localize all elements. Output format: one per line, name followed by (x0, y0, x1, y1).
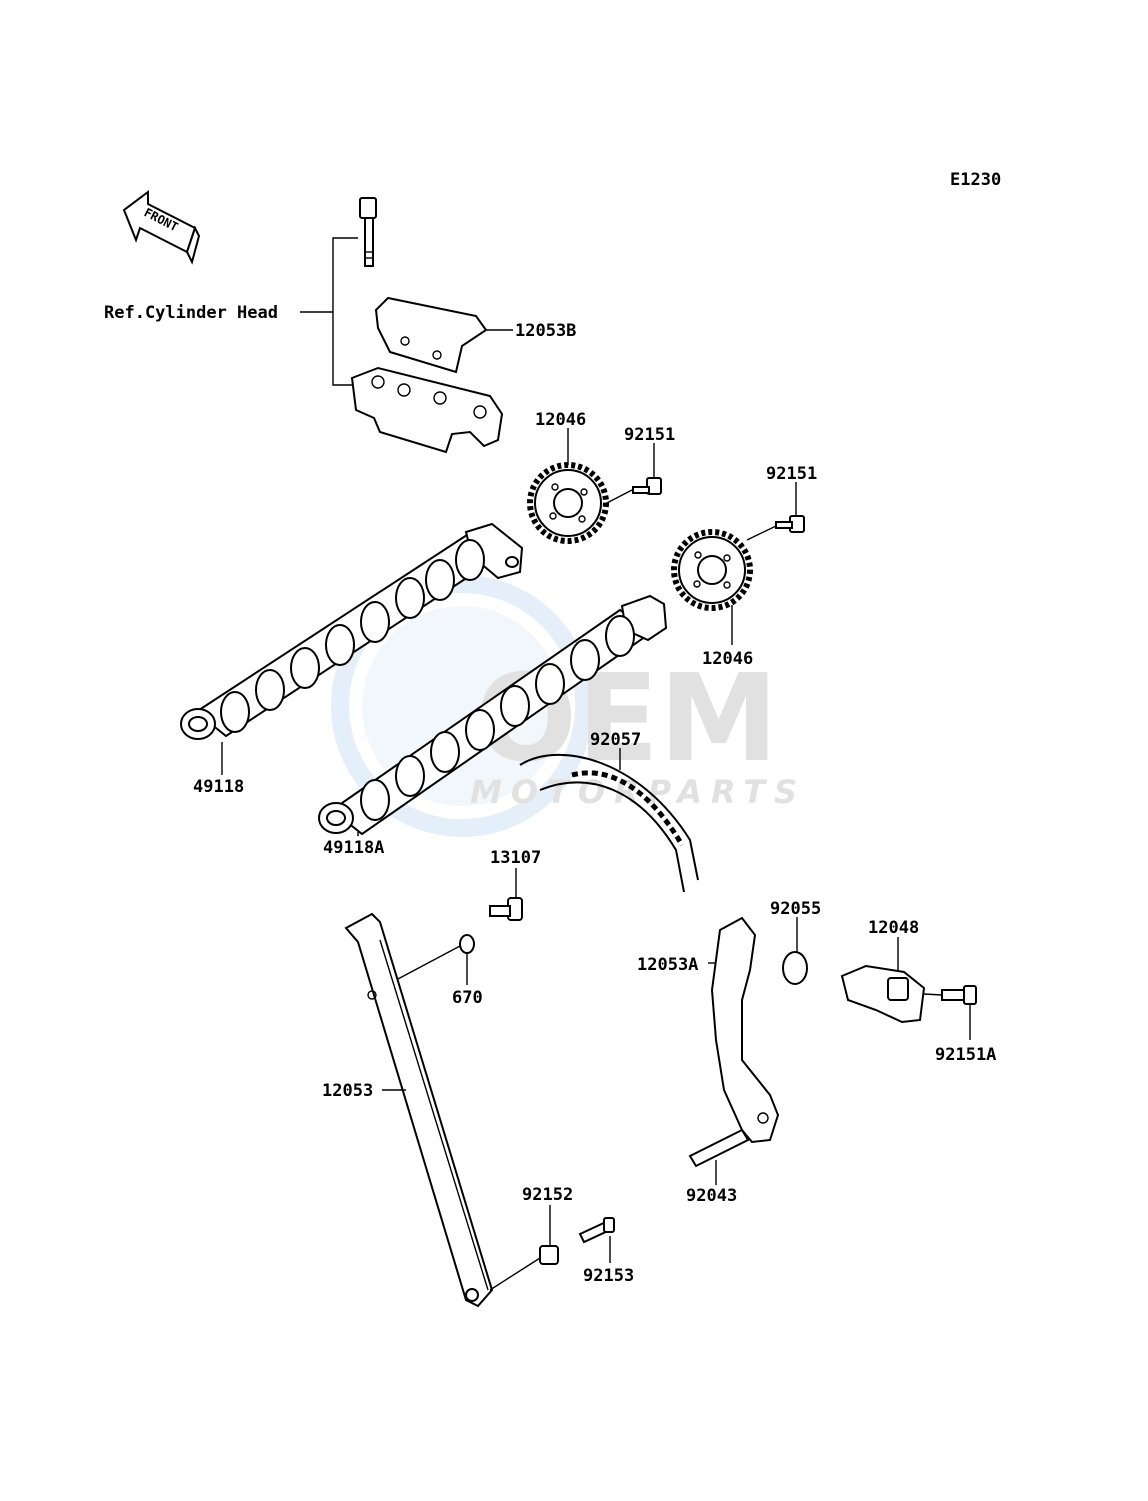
guide-bolt: 13107 (489, 848, 541, 921)
label-49118: 49118 (193, 777, 244, 797)
label-12053A: 12053A (637, 955, 698, 975)
label-670: 670 (452, 988, 483, 1008)
bolt-92153: 92153 (578, 1217, 634, 1286)
intake-camshaft: 49118 (180, 522, 524, 797)
label-92151A: 92151A (935, 1045, 996, 1065)
camshaft-holder (350, 366, 504, 454)
label-12046-top: 12046 (535, 410, 586, 430)
label-92043: 92043 (686, 1186, 737, 1206)
label-49118A: 49118A (323, 838, 384, 858)
cylinder-head-reference: Ref.Cylinder Head (104, 237, 358, 386)
top-sprocket-bolt: 92151 (602, 425, 675, 506)
label-92152: 92152 (522, 1185, 573, 1205)
chain-guide-fixed: 12053 (322, 912, 541, 1308)
top-cam-sprocket: 12046 (527, 410, 609, 544)
pivot-pin: 92043 (686, 1128, 750, 1206)
label-12053B: 12053B (515, 321, 576, 341)
diagram-code: E1230 (950, 170, 1001, 190)
o-ring-92055: 92055 (770, 899, 821, 985)
collar-92152: 92152 (522, 1185, 573, 1265)
upper-chain-guide: 12053B (374, 296, 576, 374)
label-92055: 92055 (770, 899, 821, 919)
chain-tensioner: 12048 (840, 918, 926, 1024)
cam-chain: 92057 (519, 730, 699, 893)
o-ring-670: 670 (395, 934, 483, 1008)
right-cam-sprocket: 12046 (671, 529, 753, 669)
front-arrow-icon: FRONT (122, 190, 201, 265)
exhaust-camshaft: 49118A (318, 594, 668, 858)
label-92153: 92153 (583, 1266, 634, 1286)
label-12053: 12053 (322, 1081, 373, 1101)
label-13107: 13107 (490, 848, 541, 868)
tensioner-bolt: 92151A (923, 985, 996, 1065)
label-92151-top: 92151 (624, 425, 675, 445)
tensioner-guide: 12053A (637, 916, 780, 1144)
label-12048: 12048 (868, 918, 919, 938)
label-12046-right: 12046 (702, 649, 753, 669)
label-92151-right: 92151 (766, 464, 817, 484)
right-sprocket-bolt: 92151 (746, 464, 817, 541)
label-92057: 92057 (590, 730, 641, 750)
camshaft-holder-bolt (359, 197, 377, 267)
ref-cylinder-head-label: Ref.Cylinder Head (104, 303, 278, 323)
